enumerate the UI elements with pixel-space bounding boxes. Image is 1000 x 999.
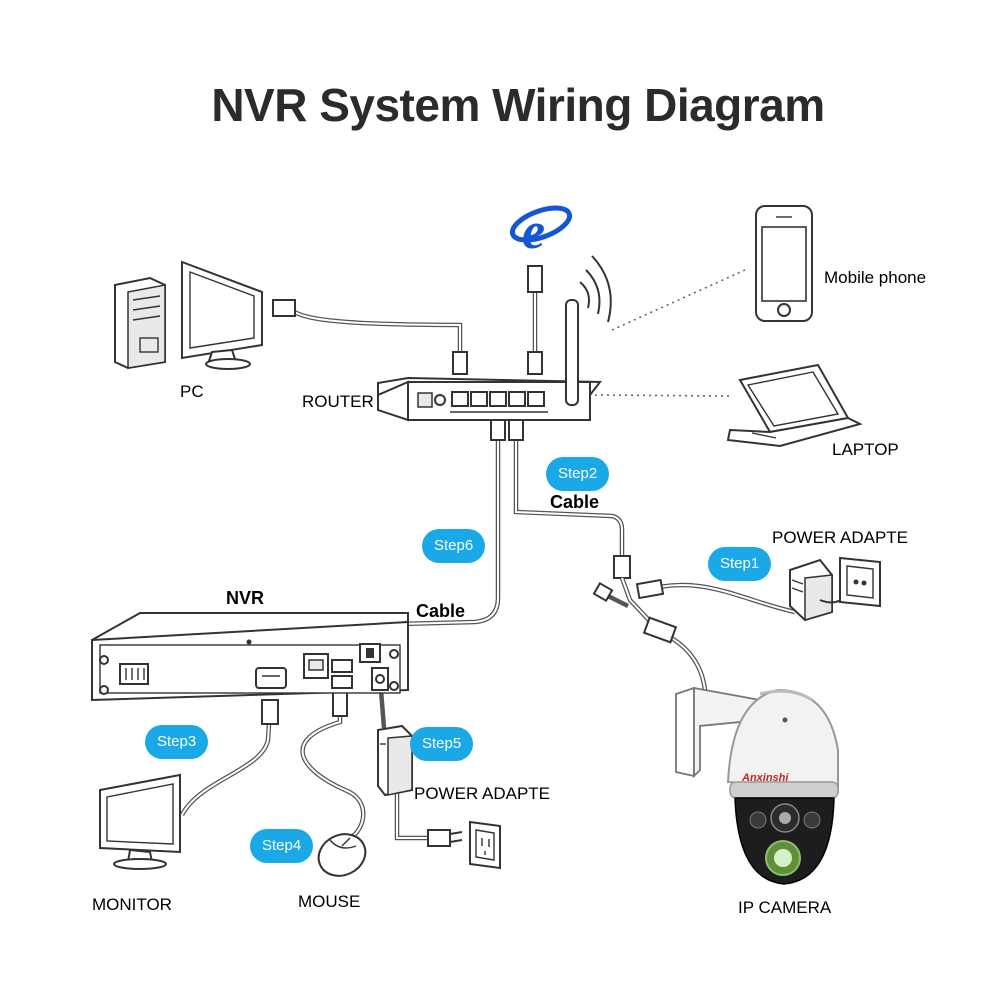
router-device xyxy=(377,299,602,422)
nvr-monitor-cable xyxy=(180,699,279,817)
step4-badge: Step4 xyxy=(250,829,314,863)
step2-badge: Step2 xyxy=(546,457,610,491)
pc-router-cable xyxy=(272,299,468,375)
step5-badge: Step5 xyxy=(410,727,474,761)
camera-pigtail xyxy=(592,577,796,691)
step1-badge: Step1 xyxy=(708,547,772,581)
camera-power-adapter-label: POWER ADAPTE xyxy=(772,528,909,547)
mobile-phone-label: Mobile phone xyxy=(824,268,927,287)
camera-power-adapter xyxy=(789,558,851,622)
pc-tower xyxy=(114,276,166,370)
nvr-wall-socket xyxy=(469,820,501,870)
nvr-device xyxy=(91,612,409,702)
internet-router-cable xyxy=(527,265,543,375)
nvr-label: NVR xyxy=(226,588,265,608)
nvr-power-adapter-label: POWER ADAPTE xyxy=(414,784,551,803)
pc-label: PC xyxy=(180,382,204,401)
laptop-label: LAPTOP xyxy=(832,440,899,459)
pc-monitor xyxy=(181,260,263,370)
mobile-phone-device xyxy=(755,205,813,322)
internet-explorer-icon: e xyxy=(509,203,573,260)
nvr-cable-label: Cable xyxy=(416,601,466,621)
camera-wall-socket xyxy=(839,556,881,608)
step6-badge: Step6 xyxy=(422,529,486,563)
monitor-device xyxy=(99,773,181,870)
mouse-label: MOUSE xyxy=(298,892,361,911)
ip-camera-label: IP CAMERA xyxy=(738,898,832,917)
nvr-power-adapter xyxy=(377,724,413,797)
camera-brand-text: Anxinshi xyxy=(741,772,789,784)
nvr-power-cable xyxy=(378,689,430,841)
camera-cable-label: Cable xyxy=(550,492,600,512)
step3-badge: Step3 xyxy=(145,725,209,759)
laptop-device xyxy=(726,363,863,448)
page-title: NVR System Wiring Diagram xyxy=(211,79,825,131)
nvr-mouse-cable xyxy=(300,691,366,840)
wifi-signal-icon xyxy=(579,255,612,323)
svg-text:e: e xyxy=(522,203,545,260)
nvr-power-plug xyxy=(427,829,463,847)
mouse-device xyxy=(317,833,367,877)
router-label: ROUTER xyxy=(302,392,374,411)
ip-camera-device: Anxinshi xyxy=(675,686,839,885)
monitor-label: MONITOR xyxy=(92,895,172,914)
